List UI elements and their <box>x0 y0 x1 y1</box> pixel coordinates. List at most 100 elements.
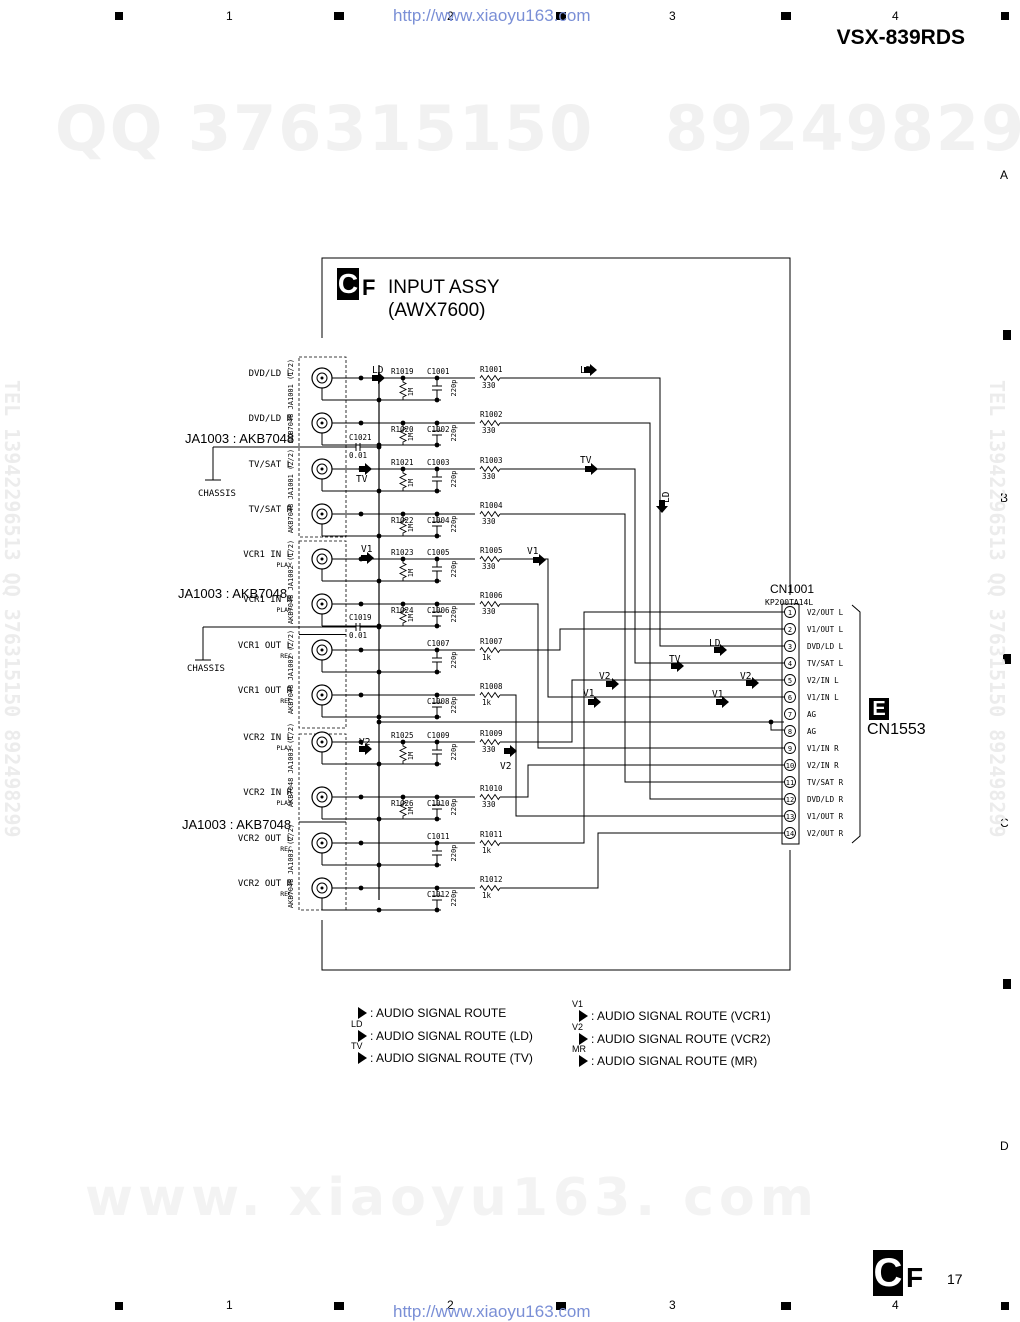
rca-jack-center-icon <box>320 376 324 380</box>
jack-label: VCR1 OUT L <box>237 641 292 651</box>
series-resistor-value: 330 <box>482 426 496 435</box>
shunt-resistor <box>398 797 408 819</box>
legend-tag: V2 <box>572 1021 584 1032</box>
chassis-label-2: CHASSIS <box>187 664 225 674</box>
cap-label: C1011 <box>427 832 450 841</box>
route-wire <box>500 377 784 647</box>
connector-pin-number: 1 <box>788 609 792 617</box>
jack-sublabel: REC <box>280 845 292 853</box>
series-resistor <box>479 646 501 654</box>
series-resistor-value: 330 <box>482 800 496 809</box>
connector-pin-label: V2/OUT L <box>807 608 844 617</box>
connector-pin-icon <box>784 691 796 703</box>
cap-label: C1012 <box>427 890 450 899</box>
cap-value: 220p <box>450 606 458 623</box>
series-resistor-label: R1001 <box>480 365 503 374</box>
grid-number: 2 <box>447 9 454 23</box>
target-connector-name: CN1553 <box>867 721 926 738</box>
route-arrow <box>504 745 517 757</box>
jack-sublabel: REC <box>280 697 292 705</box>
shunt-resistor-value: 1M <box>407 433 415 441</box>
grid-mark <box>556 12 566 20</box>
grid-number: 4 <box>892 1298 899 1312</box>
jack-block-label: AKB7048 JA1002 (2/2) <box>287 630 295 714</box>
legend-tag: MR <box>572 1044 586 1054</box>
grid-number: 3 <box>669 9 676 23</box>
url-top[interactable]: http://www.xiaoyu163.com <box>393 6 591 25</box>
route-arrow-icon <box>579 1055 588 1067</box>
junction-dot <box>434 375 440 381</box>
group-part-label-3: JA1003 : AKB7048 <box>182 817 292 832</box>
legend-text: : AUDIO SIGNAL ROUTE (VCR2) <box>591 1031 771 1046</box>
series-resistor-value: 330 <box>482 517 496 526</box>
legend-tag: TV <box>351 1041 363 1051</box>
ag-wire <box>770 722 784 731</box>
route-arrow-icon <box>579 1032 588 1045</box>
legend-item: LD: AUDIO SIGNAL ROUTE (LD) <box>351 1019 533 1043</box>
connector-pin-number: 3 <box>788 643 792 651</box>
shunt-resistor-label: R1021 <box>391 458 414 467</box>
series-resistor-label: R1002 <box>480 410 503 419</box>
legend-tag: V1 <box>572 999 584 1009</box>
url-bottom[interactable]: http://www.xiaoyu163.com <box>393 1302 591 1321</box>
route-arrow <box>716 696 729 708</box>
route-arrow-icon <box>358 1007 367 1019</box>
jack-label: VCR2 IN R <box>243 788 292 798</box>
jack-label: VCR1 IN R <box>243 595 292 605</box>
route-wire <box>500 468 784 664</box>
shunt-resistor <box>398 423 408 445</box>
grid-mark <box>781 1302 791 1310</box>
route-tag: V2 <box>599 671 610 682</box>
shunt-resistor-value: 1M <box>407 807 415 815</box>
grid-mark <box>1003 330 1011 340</box>
junction-dot <box>434 739 440 745</box>
connector-pin-label: TV/SAT L <box>807 659 844 668</box>
rca-jack-center-icon <box>320 648 324 652</box>
route-wire <box>500 628 784 651</box>
jack-sublabel: PLAY <box>276 606 292 614</box>
shunt-resistor <box>398 559 408 581</box>
ground-cap-value: 0.01 <box>349 631 367 640</box>
route-arrow <box>714 644 727 656</box>
connector-pin-number: 2 <box>788 626 792 634</box>
shunt-resistor-label: R1019 <box>391 367 414 376</box>
junction-dot <box>400 794 406 800</box>
cap-label: C1004 <box>427 516 450 525</box>
grid-mark <box>1003 654 1011 664</box>
connector-pin-label: DVD/LD R <box>807 795 844 804</box>
grid-mark <box>115 12 123 20</box>
route-arrow-icon <box>579 1010 588 1022</box>
connector-pin-number: 9 <box>788 745 792 753</box>
assy-title: INPUT ASSY <box>388 277 500 298</box>
grid-number: 1 <box>226 1298 233 1312</box>
shunt-resistor <box>398 378 408 400</box>
jack-label: VCR2 IN L <box>243 733 292 743</box>
rca-jack-center-icon <box>320 693 324 697</box>
shunt-resistor-value: 1M <box>407 524 415 532</box>
series-resistor <box>479 465 501 473</box>
series-resistor-label: R1012 <box>480 875 503 884</box>
jack-sublabel: REC <box>280 890 292 898</box>
connector-pin-label: V1/IN R <box>807 744 839 753</box>
route-arrow <box>671 660 684 672</box>
series-resistor-value: 330 <box>482 562 496 571</box>
route-wire <box>500 832 784 889</box>
connector-pin-number: 6 <box>788 694 792 702</box>
series-resistor <box>479 839 501 847</box>
shunt-resistor-label: R1025 <box>391 731 414 740</box>
grid-letter: A <box>1000 168 1009 182</box>
legend-text: : AUDIO SIGNAL ROUTE (MR) <box>591 1054 758 1068</box>
junction-dot <box>434 420 440 426</box>
connector-pin-number: 8 <box>788 728 792 736</box>
junction-dot <box>400 601 406 607</box>
junction-dot <box>434 647 440 653</box>
cap-label: C1003 <box>427 458 450 467</box>
shunt-resistor-value: 1M <box>407 479 415 487</box>
junction-dot <box>376 444 382 450</box>
legend-item: V1: AUDIO SIGNAL ROUTE (VCR1) <box>572 999 771 1023</box>
watermark-side: TEL 13942296513 QQ 376315150 892498299 <box>985 380 1009 838</box>
route-arrow <box>588 696 601 708</box>
ground-cap-value: 0.01 <box>349 451 367 460</box>
junction-dot <box>434 511 440 517</box>
